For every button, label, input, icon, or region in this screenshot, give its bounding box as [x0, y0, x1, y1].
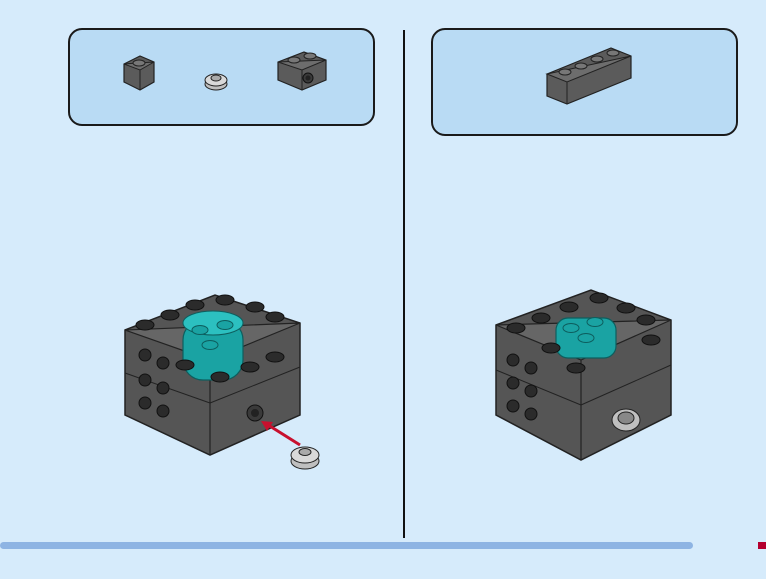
part-technic-brick-1x2 — [274, 48, 330, 92]
step-2-panel — [406, 0, 766, 540]
step-2-parts-box — [431, 28, 738, 136]
step-1-assembly — [115, 285, 355, 485]
step-2-assembly — [491, 280, 711, 470]
step-1-parts-box — [68, 28, 375, 126]
progress-bar — [0, 542, 693, 549]
step-divider — [403, 30, 405, 538]
assembly-arrow — [265, 423, 300, 445]
part-brick-1x1 — [120, 52, 160, 92]
step-1-panel — [0, 0, 400, 540]
part-brick-1x4 — [541, 44, 637, 104]
page-corner-mark — [758, 542, 766, 549]
part-round-plate — [202, 70, 232, 94]
